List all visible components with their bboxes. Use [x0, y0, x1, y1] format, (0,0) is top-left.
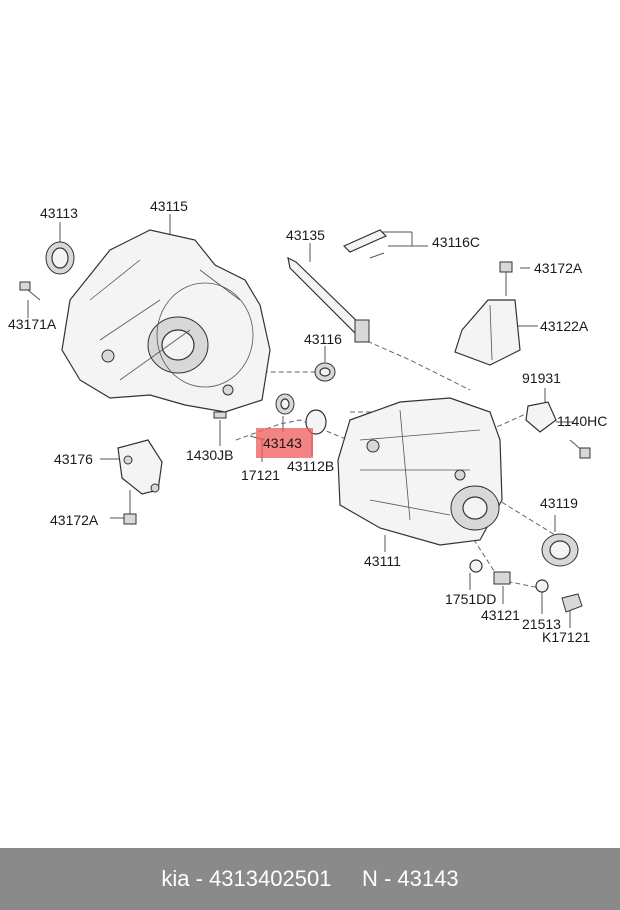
label-43112B: 43112B: [287, 458, 335, 474]
label-43172A-top: 43172A: [534, 260, 583, 276]
washer-21513: [535, 579, 549, 593]
label-91931: 91931: [522, 370, 561, 386]
clutch-housing-43115: [61, 229, 271, 413]
leader-lines: [27, 214, 574, 628]
parts-diagram: 43113 43115 43171A 43135 43116C 43172A 4…: [8, 198, 608, 645]
plug-K17121: [561, 593, 583, 613]
transaxle-case-43111: [337, 397, 503, 546]
label-43176: 43176: [54, 451, 93, 467]
bolt-43172A-top: [499, 261, 513, 296]
label-43121: 43121: [481, 607, 520, 623]
label-43171A: 43171A: [8, 316, 57, 332]
highlight-43143: [256, 428, 313, 458]
label-43116C: 43116C: [432, 234, 481, 250]
label-1430JB: 1430JB: [186, 447, 234, 463]
bolt-1140HC: [569, 439, 591, 459]
part-number-banner: kia - 4313402501 N - 43143: [0, 848, 620, 910]
bolt-43172A-bottom: [123, 490, 137, 525]
label-43111: 43111: [364, 553, 401, 569]
plug-43121: [493, 571, 511, 585]
diagram-drawing: [19, 214, 591, 628]
shift-shaft-43135: [287, 256, 370, 343]
bracket-43122A: [454, 299, 521, 366]
label-1140HC: 1140HC: [557, 413, 608, 429]
seal-43143: [275, 393, 295, 415]
label-43115: 43115: [150, 198, 188, 214]
label-43116: 43116: [304, 331, 342, 347]
label-43135: 43135: [286, 227, 325, 243]
bracket-43176: [117, 439, 163, 495]
label-43113: 43113: [40, 205, 78, 221]
seal-43113: [45, 241, 75, 275]
label-43143: 43143: [263, 435, 302, 451]
ring-1751DD: [469, 559, 483, 573]
label-43122A: 43122A: [540, 318, 589, 334]
label-43172A-bottom: 43172A: [50, 512, 99, 528]
washer-43116: [314, 362, 336, 382]
seal-43119: [541, 533, 579, 567]
pin-1430JB: [213, 411, 227, 419]
bracket-91931: [525, 401, 557, 433]
label-1751DD: 1751DD: [445, 591, 497, 607]
label-21513: 21513: [522, 616, 561, 632]
sealant-tube-43116C: [342, 229, 388, 259]
label-17121: 17121: [241, 467, 280, 483]
label-K17121: K17121: [542, 629, 591, 645]
bolt-43171A: [19, 281, 41, 301]
label-43119: 43119: [540, 495, 578, 511]
